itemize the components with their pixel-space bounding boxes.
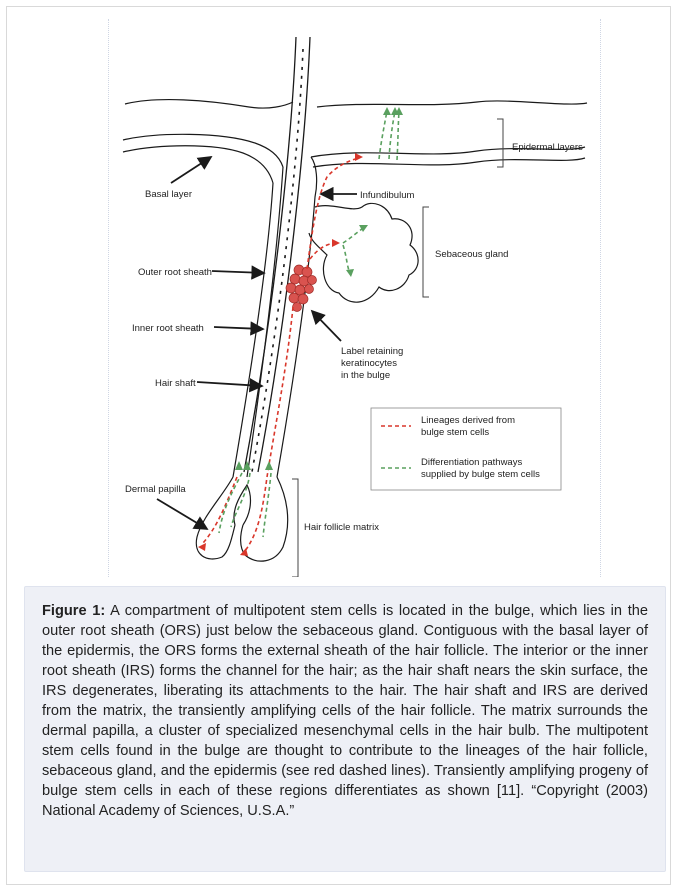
sebaceous-gland-outline	[309, 203, 418, 302]
label-retaining-line2: keratinocytes	[341, 358, 397, 369]
hair-bulb	[196, 477, 287, 561]
lineage-red-arrowheads	[198, 153, 363, 556]
label-hair-shaft: Hair shaft	[155, 378, 196, 389]
label-dermal-papilla: Dermal papilla	[125, 484, 186, 495]
hair-shaft	[244, 37, 310, 477]
legend: Lineages derived from bulge stem cells D…	[371, 408, 561, 490]
figure-frame: Epidermal layers Basal layer Infundibulu…	[6, 6, 671, 885]
pointer-arrows	[157, 157, 357, 529]
label-infundibulum: Infundibulum	[360, 190, 414, 201]
caption-body: A compartment of multipotent stem cells …	[42, 603, 648, 819]
label-sebaceous-gland: Sebaceous gland	[435, 249, 508, 260]
figure-caption: Figure 1: A compartment of multipotent s…	[24, 586, 666, 872]
label-inner-root-sheath: Inner root sheath	[132, 323, 204, 334]
epidermis-right	[311, 101, 587, 167]
legend-red-line1: Lineages derived from	[421, 415, 515, 426]
label-outer-root-sheath: Outer root sheath	[138, 267, 212, 278]
label-hair-follicle-matrix: Hair follicle matrix	[304, 522, 379, 533]
label-retaining-line3: in the bulge	[341, 370, 390, 381]
legend-green-line1: Differentiation pathways	[421, 457, 522, 468]
bulge-cell-cluster	[286, 265, 317, 312]
legend-red-line2: bulge stem cells	[421, 427, 489, 438]
caption-label: Figure 1:	[42, 603, 105, 619]
label-retaining-line1: Label retaining	[341, 346, 403, 357]
legend-green-line2: supplied by bulge stem cells	[421, 469, 540, 480]
caption-paragraph: Figure 1: A compartment of multipotent s…	[42, 601, 648, 821]
epidermis-left	[123, 100, 293, 183]
label-basal-layer: Basal layer	[145, 189, 192, 200]
hair-follicle-diagram: Epidermal layers Basal layer Infundibulu…	[7, 7, 670, 577]
label-epidermal-layers: Epidermal layers	[512, 142, 583, 153]
outer-root-sheath	[233, 157, 317, 477]
